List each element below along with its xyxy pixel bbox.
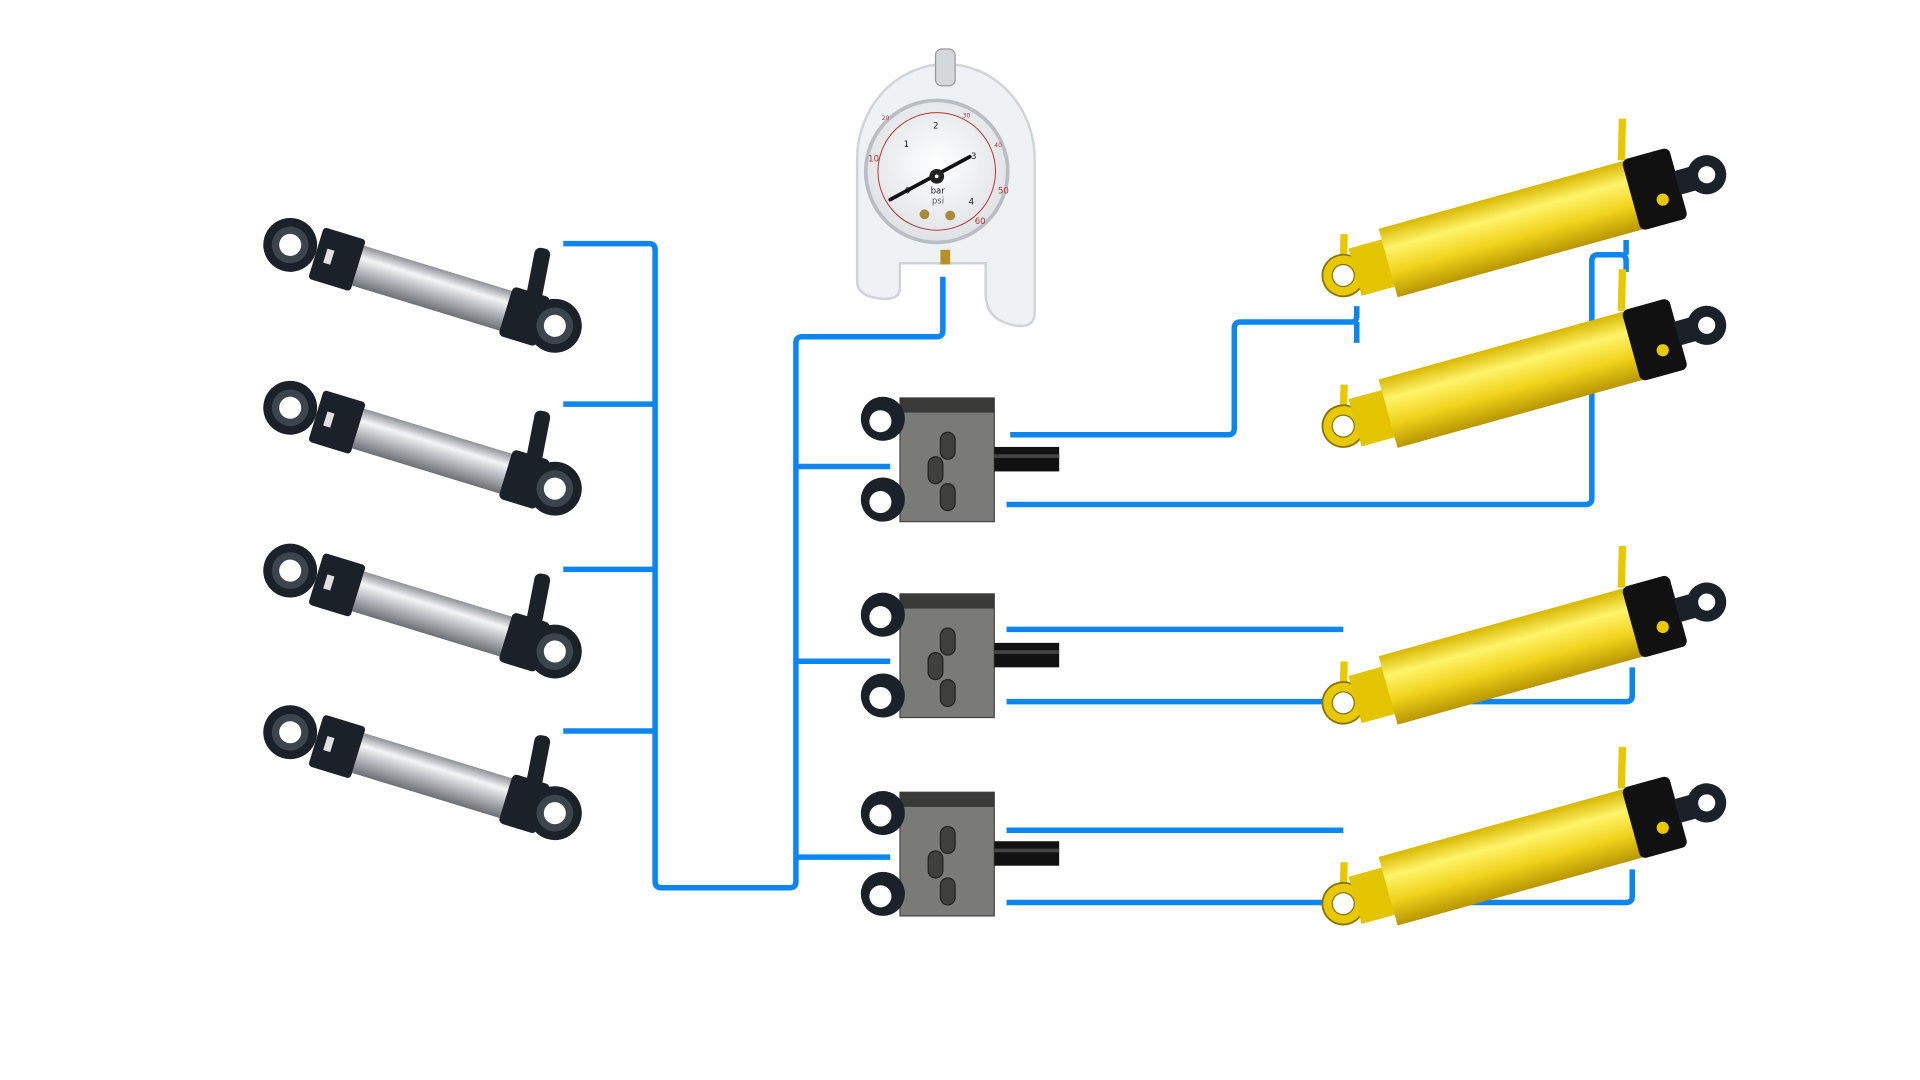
- yellow-cylinder-4: [1301, 721, 1737, 946]
- pressure-gauge: 0 1 2 3 4 bar 10 20 30 40 50 60 psi: [855, 48, 1036, 328]
- silver-cylinder-1: [256, 168, 602, 360]
- silver-cylinder-4: [256, 655, 602, 847]
- gauge-bar-tick-1: 1: [904, 140, 909, 150]
- gauge-psi-tick-50: 50: [998, 186, 1009, 196]
- gauge-bar-tick-2: 2: [933, 122, 938, 132]
- tube-left-manifold: [563, 240, 946, 891]
- tube-valve-1-out-b: [1006, 240, 1629, 508]
- gauge-bar-tick-3: 3: [971, 152, 976, 162]
- valve-switch-3[interactable]: [860, 790, 1060, 917]
- gauge-psi-tick-30: 30: [962, 113, 970, 120]
- tube-valve-3-out-b: [1006, 869, 1635, 906]
- gauge-bar-tick-4: 4: [969, 197, 974, 207]
- yellow-cylinder-1: [1301, 93, 1737, 318]
- gauge-psi-tick-40: 40: [994, 142, 1002, 149]
- tube-valve-1-out-a: [1010, 306, 1360, 438]
- valve-switch-2[interactable]: [860, 592, 1060, 719]
- gauge-screw: [945, 210, 956, 221]
- tubing: [563, 240, 1635, 906]
- gauge-psi-tick-10: 10: [868, 155, 879, 165]
- gauge-unit-psi: psi: [932, 196, 944, 206]
- yellow-cylinder-3: [1301, 521, 1737, 745]
- gauge-valve-stem: [934, 48, 956, 87]
- gauge-screw: [919, 209, 930, 220]
- silver-cylinder-3: [256, 494, 602, 686]
- tube-valve-2-out-b: [1006, 667, 1635, 705]
- gauge-unit-bar: bar: [931, 186, 946, 196]
- silver-cylinder-2: [256, 331, 602, 523]
- gauge-psi-tick-20: 20: [882, 115, 890, 122]
- gauge-psi-tick-60: 60: [975, 217, 986, 227]
